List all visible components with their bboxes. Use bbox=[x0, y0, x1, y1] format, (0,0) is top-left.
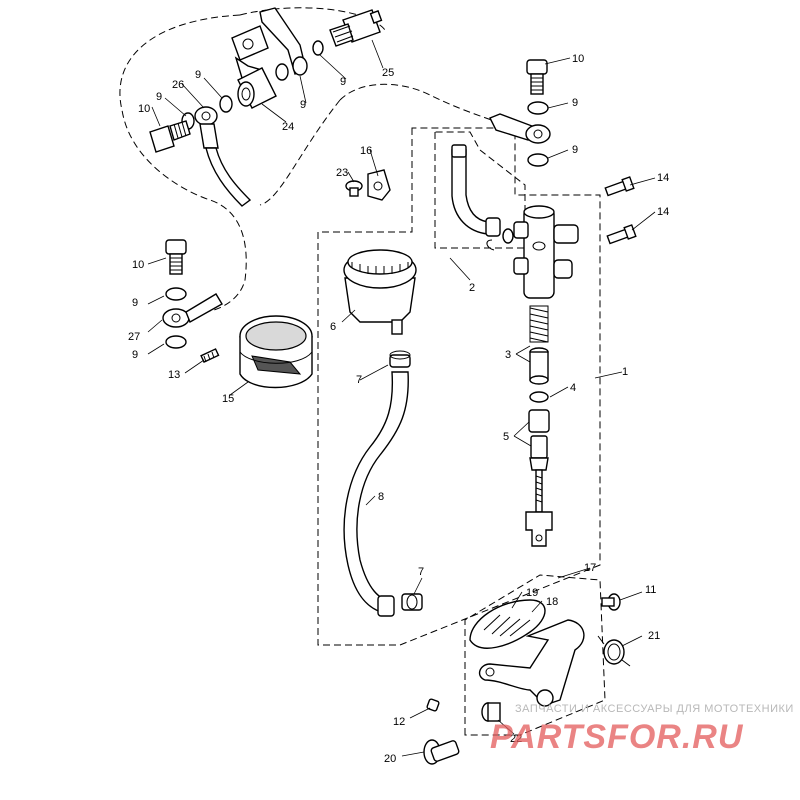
callout-7-upper: 7 bbox=[356, 374, 362, 386]
callout-9-d: 9 bbox=[340, 76, 346, 88]
washer-9-top-left bbox=[275, 63, 289, 81]
watermark-logo: PARTSFOR.RU bbox=[490, 718, 744, 756]
callout-7-lower: 7 bbox=[418, 566, 424, 578]
circlip bbox=[486, 239, 495, 251]
reservoir-holder bbox=[239, 315, 313, 389]
pedal-pivot-bolt bbox=[423, 739, 460, 765]
banjo-fitting-upper bbox=[194, 106, 252, 207]
callout-9-e: 9 bbox=[572, 97, 578, 109]
callout-9-g: 9 bbox=[132, 297, 138, 309]
brake-light-switch bbox=[329, 9, 383, 47]
piston bbox=[529, 347, 549, 385]
group-outline-top-loop bbox=[239, 7, 386, 206]
callout-21: 21 bbox=[648, 630, 660, 642]
callout-6: 6 bbox=[330, 321, 336, 333]
callout-13: 13 bbox=[168, 369, 180, 381]
group-outline-hose-loop bbox=[119, 14, 247, 313]
pedal-rubber bbox=[469, 599, 546, 649]
holder-screw bbox=[200, 348, 220, 364]
callout-15: 15 bbox=[222, 393, 234, 405]
callout-18: 18 bbox=[546, 596, 558, 608]
callout-1: 1 bbox=[622, 366, 628, 378]
cup-seal bbox=[529, 391, 549, 403]
group-outline-pedal bbox=[464, 574, 606, 736]
hose-end-fitting bbox=[377, 595, 395, 617]
return-spring bbox=[597, 635, 631, 667]
washer-9-left-upper bbox=[165, 287, 187, 301]
washer-9-right-lower bbox=[527, 153, 549, 167]
push-rod bbox=[525, 469, 553, 547]
mounting-screw-lower bbox=[606, 224, 637, 245]
cotter-pin bbox=[426, 698, 440, 712]
master-cylinder-body bbox=[513, 205, 579, 299]
clamp-screw bbox=[345, 180, 363, 197]
brake-pedal bbox=[478, 619, 585, 707]
callout-20: 20 bbox=[384, 753, 396, 765]
callout-2: 2 bbox=[469, 282, 475, 294]
callout-9-c: 9 bbox=[300, 99, 306, 111]
callout-10-b: 10 bbox=[572, 53, 584, 65]
banjo-fitting-left bbox=[162, 293, 223, 328]
reservoir bbox=[343, 249, 417, 335]
callout-22: 22 bbox=[510, 733, 522, 745]
push-rod-boot bbox=[528, 409, 550, 471]
callout-25: 25 bbox=[382, 67, 394, 79]
callout-4: 4 bbox=[570, 382, 576, 394]
union-fitting bbox=[237, 67, 277, 109]
banjo-bolt-left bbox=[165, 239, 187, 275]
banjo-bolt-top-right bbox=[526, 59, 548, 95]
callout-9-b: 9 bbox=[156, 91, 162, 103]
washer-9-left-lower bbox=[165, 335, 187, 349]
callout-8: 8 bbox=[378, 491, 384, 503]
callout-26: 26 bbox=[172, 79, 184, 91]
washer-25a bbox=[312, 40, 324, 56]
leader-lines bbox=[147, 39, 656, 757]
mounting-screw-upper bbox=[604, 176, 635, 197]
watermark-caption: ЗАПЧАСТИ И АКСЕССУАРЫ ДЛЯ МОТОТЕХНИКИ bbox=[515, 703, 794, 715]
callout-3: 3 bbox=[505, 349, 511, 361]
piston-spring bbox=[529, 305, 549, 343]
banjo-bolt-upper-left bbox=[149, 120, 191, 153]
callout-9-h: 9 bbox=[132, 349, 138, 361]
callout-11: 11 bbox=[645, 584, 656, 596]
group-outline-sub-2 bbox=[434, 131, 526, 249]
callout-24: 24 bbox=[282, 121, 294, 133]
callout-23: 23 bbox=[336, 167, 348, 179]
callout-16: 16 bbox=[360, 145, 372, 157]
pedal-bolt bbox=[601, 593, 621, 611]
callout-19: 19 bbox=[526, 587, 538, 599]
pivot-collar bbox=[481, 702, 501, 722]
o-ring-inlet bbox=[502, 228, 514, 244]
callout-labels: 1 2 3 4 5 6 7 8 7 9 9 9 9 9 9 9 9 10 10 … bbox=[128, 53, 669, 765]
callout-10-c: 10 bbox=[132, 259, 144, 271]
callout-10-a: 10 bbox=[138, 103, 150, 115]
reservoir-hose bbox=[343, 371, 409, 615]
banjo-fitting-right bbox=[489, 113, 551, 144]
callout-12: 12 bbox=[393, 716, 405, 728]
hose-clip-upper bbox=[389, 350, 411, 368]
callout-9-f: 9 bbox=[572, 144, 578, 156]
washer-9-union bbox=[219, 95, 233, 113]
callout-17: 17 bbox=[584, 562, 596, 574]
callout-14-b: 14 bbox=[657, 206, 669, 218]
washer-9-top-right bbox=[292, 56, 308, 76]
callout-27: 27 bbox=[128, 331, 140, 343]
callout-14-a: 14 bbox=[657, 172, 669, 184]
hose-clip-lower bbox=[401, 593, 423, 611]
callout-9-a: 9 bbox=[195, 69, 201, 81]
hose-clamp-bracket bbox=[367, 169, 391, 201]
washer-9-right-upper bbox=[527, 101, 549, 115]
reservoir-inlet-elbow bbox=[451, 144, 501, 237]
callout-5: 5 bbox=[503, 431, 509, 443]
